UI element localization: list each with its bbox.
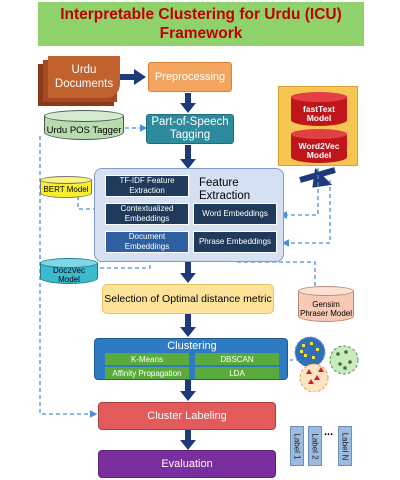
gensim-phraser-label: Gensim Phraser Model bbox=[299, 299, 353, 318]
preprocessing-label: Preprocessing bbox=[154, 71, 226, 83]
evaluation-box: Evaluation bbox=[98, 450, 276, 478]
arrow-docs-preprocessing bbox=[120, 74, 134, 80]
urdu-documents: Urdu Documents bbox=[48, 56, 120, 98]
cluster-labeling-label: Cluster Labeling bbox=[147, 410, 227, 422]
doc2vec-cylinder: Doc2Vec Model bbox=[40, 258, 98, 284]
bert-top bbox=[40, 176, 92, 184]
affinity-propagation-box: Affinity Propagation bbox=[105, 367, 189, 379]
clustering-label: Clustering bbox=[167, 340, 217, 352]
document-embeddings-label: Document Embeddings bbox=[124, 232, 170, 251]
pos-tagging-box: Part-of-Speech Tagging bbox=[146, 114, 234, 144]
labels-ellipsis: ... bbox=[324, 426, 333, 438]
dash-postagger-labeling bbox=[39, 136, 98, 418]
fasttext-cylinder: fastText Model bbox=[291, 92, 347, 126]
label-1-text: Label 1 bbox=[292, 432, 302, 460]
kmeans-box: K-Means bbox=[105, 353, 189, 365]
document-embeddings-box: Document Embeddings bbox=[105, 231, 189, 253]
label-2-text: Label 2 bbox=[310, 432, 320, 460]
cluster-orange-icon bbox=[299, 363, 329, 392]
arrow-labeling-evaluation-head bbox=[180, 440, 196, 450]
distance-metric-label: Selection of Optimal distance metric bbox=[104, 292, 272, 305]
tfidf-label: TF-IDF Feature Extraction bbox=[119, 176, 175, 195]
bert-cylinder: BERT Model bbox=[40, 176, 92, 198]
urdu-pos-tagger-label: Urdu POS Tagger bbox=[46, 124, 122, 136]
arrow-preprocessing-pos bbox=[185, 93, 191, 103]
preprocessing-box: Preprocessing bbox=[148, 62, 232, 92]
doc2vec-label: Doc2Vec Model bbox=[52, 266, 86, 284]
clustering-heading: Clustering bbox=[95, 340, 289, 352]
affinity-propagation-label: Affinity Propagation bbox=[112, 368, 182, 378]
gensim-phraser-body: Gensim Phraser Model bbox=[298, 291, 354, 322]
gensim-phraser-cylinder: Gensim Phraser Model bbox=[298, 286, 354, 322]
tfidf-box: TF-IDF Feature Extraction bbox=[105, 175, 189, 197]
cluster-illustration bbox=[294, 336, 359, 392]
feature-extraction-label: Feature Extraction bbox=[199, 177, 251, 202]
bert-label: BERT Model bbox=[43, 185, 89, 194]
lda-box: LDA bbox=[195, 367, 279, 379]
evaluation-label: Evaluation bbox=[161, 458, 213, 470]
cluster-labeling-box: Cluster Labeling bbox=[98, 402, 276, 430]
arrow-docs-preprocessing-head bbox=[134, 69, 146, 85]
cluster-green-icon bbox=[329, 345, 359, 375]
arrow-preprocessing-pos-head bbox=[180, 103, 196, 113]
arrow-clustering-labeling bbox=[185, 380, 191, 392]
word2vec-top bbox=[291, 129, 347, 139]
phrase-embeddings-box: Phrase Embeddings bbox=[193, 231, 277, 253]
diagram-title: Interpretable Clustering for Urdu (ICU) … bbox=[38, 2, 364, 46]
doc2vec-top bbox=[40, 258, 98, 268]
arrow-pos-feature-head bbox=[180, 159, 196, 169]
urdu-pos-tagger-top bbox=[44, 110, 124, 122]
phrase-embeddings-label: Phrase Embeddings bbox=[198, 237, 272, 246]
arrow-feature-distance bbox=[185, 262, 191, 274]
gensim-phraser-top bbox=[298, 286, 354, 296]
word2vec-cylinder: Word2Vec Model bbox=[291, 129, 347, 163]
arrow-pos-feature bbox=[185, 145, 191, 159]
fasttext-body: fastText Model bbox=[291, 97, 347, 126]
contextualized-embeddings-label: Contextualized Embeddings bbox=[120, 204, 174, 223]
urdu-documents-label: Urdu Documents bbox=[54, 64, 114, 90]
pretrained-models-panel: fastText Model Word2Vec Model bbox=[278, 86, 358, 166]
diagram-title-text: Interpretable Clustering for Urdu (ICU) … bbox=[60, 6, 342, 42]
label-n-tag: Label N bbox=[338, 426, 352, 466]
fasttext-top bbox=[291, 92, 347, 102]
arrow-feature-distance-head bbox=[180, 273, 196, 283]
arrow-labeling-evaluation bbox=[185, 430, 191, 440]
dbscan-label: DBSCAN bbox=[220, 354, 254, 364]
fasttext-label: fastText Model bbox=[303, 104, 335, 123]
bert-body: BERT Model bbox=[40, 180, 92, 198]
word-embeddings-box: Word Embeddings bbox=[193, 203, 277, 225]
word2vec-label: Word2Vec Model bbox=[298, 141, 340, 160]
label-n-text: Label N bbox=[340, 432, 350, 460]
arrow-clustering-labeling-head bbox=[180, 391, 196, 401]
lda-label: LDA bbox=[229, 368, 245, 378]
word-embeddings-label: Word Embeddings bbox=[202, 209, 268, 218]
arrow-distance-clustering bbox=[185, 314, 191, 328]
urdu-pos-tagger-cylinder: Urdu POS Tagger bbox=[44, 110, 124, 140]
arrow-distance-clustering-head bbox=[180, 327, 196, 337]
feature-extraction-heading: Feature Extraction bbox=[199, 177, 259, 203]
clustering-panel: Clustering K-Means DBSCAN Affinity Propa… bbox=[94, 338, 288, 380]
cluster-blue-icon bbox=[294, 336, 326, 368]
feature-extraction-panel: TF-IDF Feature Extraction Feature Extrac… bbox=[94, 168, 284, 262]
kmeans-label: K-Means bbox=[130, 354, 163, 364]
dash-word2vec-phrase bbox=[281, 180, 331, 247]
label-1-tag: Label 1 bbox=[290, 426, 304, 466]
dbscan-box: DBSCAN bbox=[195, 353, 279, 365]
distance-metric-box: Selection of Optimal distance metric bbox=[102, 284, 274, 314]
doc2vec-body: Doc2Vec Model bbox=[40, 263, 98, 284]
contextualized-embeddings-box: Contextualized Embeddings bbox=[105, 203, 189, 225]
label-2-tag: Label 2 bbox=[308, 426, 322, 466]
pos-tagging-label: Part-of-Speech Tagging bbox=[151, 116, 229, 141]
labels-ellipsis-text: ... bbox=[324, 426, 334, 438]
